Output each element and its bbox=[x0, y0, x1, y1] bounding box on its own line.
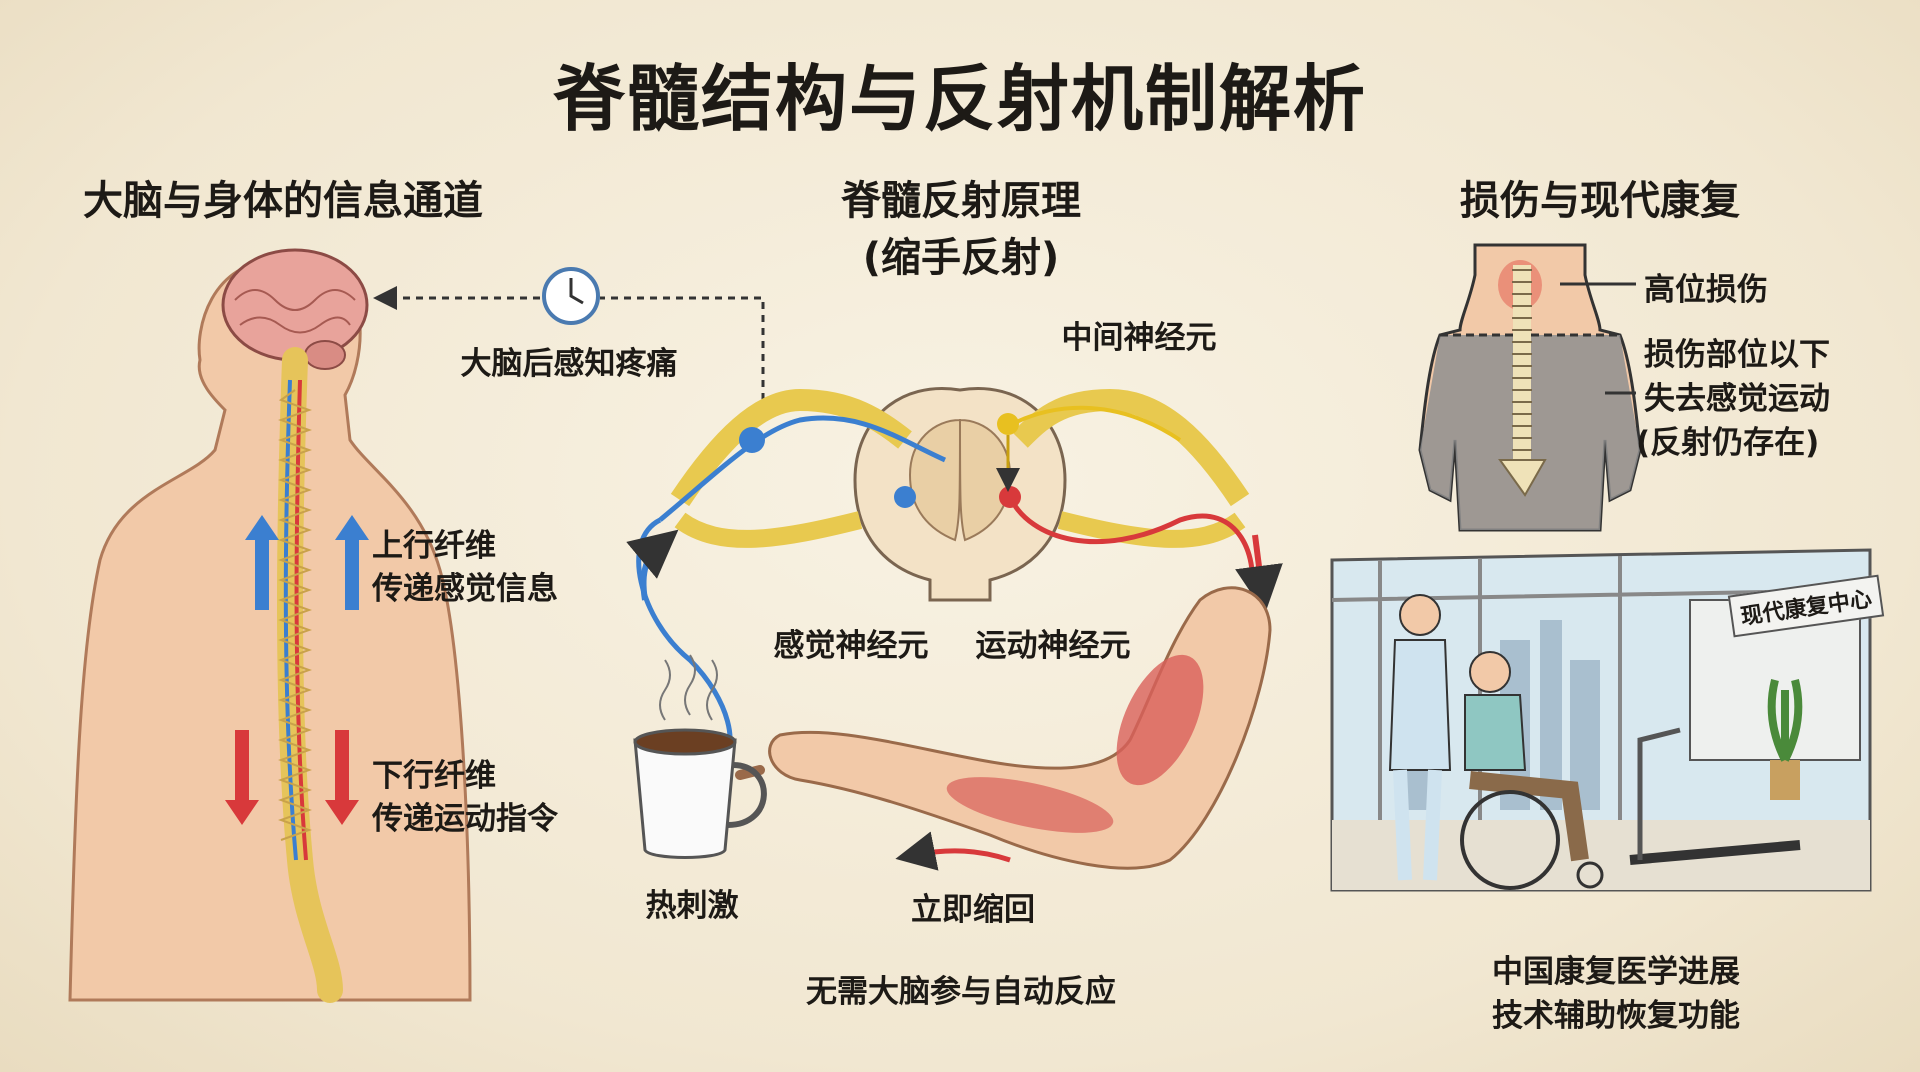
page-title: 脊髓结构与反射机制解析 bbox=[552, 57, 1367, 141]
hot-cup-icon bbox=[633, 654, 767, 859]
clock-icon bbox=[542, 267, 600, 325]
left-panel-heading: 大脑与身体的信息通道 bbox=[83, 178, 483, 224]
brain-icon bbox=[221, 248, 369, 362]
motor-neuron-label: 运动神经元 bbox=[975, 628, 1131, 664]
right-panel-heading: 损伤与现代康复 bbox=[1460, 178, 1740, 224]
stimulus-label: 热刺激 bbox=[645, 888, 739, 924]
motor-neuron-path bbox=[1007, 495, 1255, 601]
dorsal-root-left bbox=[670, 388, 912, 507]
descending-label-2: 传递运动指令 bbox=[372, 801, 558, 837]
injury-effect-2: 失去感觉运动 bbox=[1644, 381, 1830, 417]
middle-panel-heading: 脊髓反射原理 bbox=[841, 178, 1081, 224]
injury-effect-3: (反射仍存在) bbox=[1636, 425, 1820, 461]
interneuron-dot bbox=[997, 413, 1019, 435]
rehab-caption-1: 中国康复医学进展 bbox=[1492, 954, 1740, 990]
pain-signal-path bbox=[385, 298, 765, 400]
brain-delay-label: 大脑后感知疼痛 bbox=[460, 346, 678, 382]
spinal-cord-cross-section bbox=[626, 387, 1283, 871]
nurse-figure bbox=[1388, 594, 1452, 881]
ascending-label-2: 传递感觉信息 bbox=[372, 571, 558, 607]
descending-arrows bbox=[225, 730, 359, 825]
patient-in-wheelchair bbox=[1460, 651, 1604, 890]
sensory-neuron-label: 感觉神经元 bbox=[773, 628, 929, 664]
injury-figure bbox=[1418, 243, 1642, 532]
ascending-arrows bbox=[245, 515, 369, 610]
arm-illustration bbox=[768, 586, 1272, 870]
interneuron-path bbox=[1009, 405, 1182, 442]
reflex-footer: 无需大脑参与自动反应 bbox=[806, 974, 1116, 1010]
withdraw-label: 立即缩回 bbox=[911, 892, 1035, 928]
injury-label: 高位损伤 bbox=[1644, 272, 1768, 308]
rehab-caption-2: 技术辅助恢复功能 bbox=[1492, 998, 1740, 1034]
withdraw-arrow bbox=[895, 831, 1011, 871]
interneuron-label: 中间神经元 bbox=[1061, 320, 1217, 356]
plant-icon bbox=[1767, 679, 1803, 800]
dorsal-root-right bbox=[1012, 388, 1250, 507]
descending-label-1: 下行纤维 bbox=[372, 758, 496, 794]
spinal-cord bbox=[277, 347, 343, 1003]
injury-effect-1: 损伤部位以下 bbox=[1644, 337, 1830, 373]
human-body-figure bbox=[68, 248, 765, 1003]
middle-panel-subheading: (缩手反射) bbox=[862, 235, 1060, 281]
ascending-label-1: 上行纤维 bbox=[372, 528, 496, 564]
treadmill-icon bbox=[1629, 727, 1801, 865]
